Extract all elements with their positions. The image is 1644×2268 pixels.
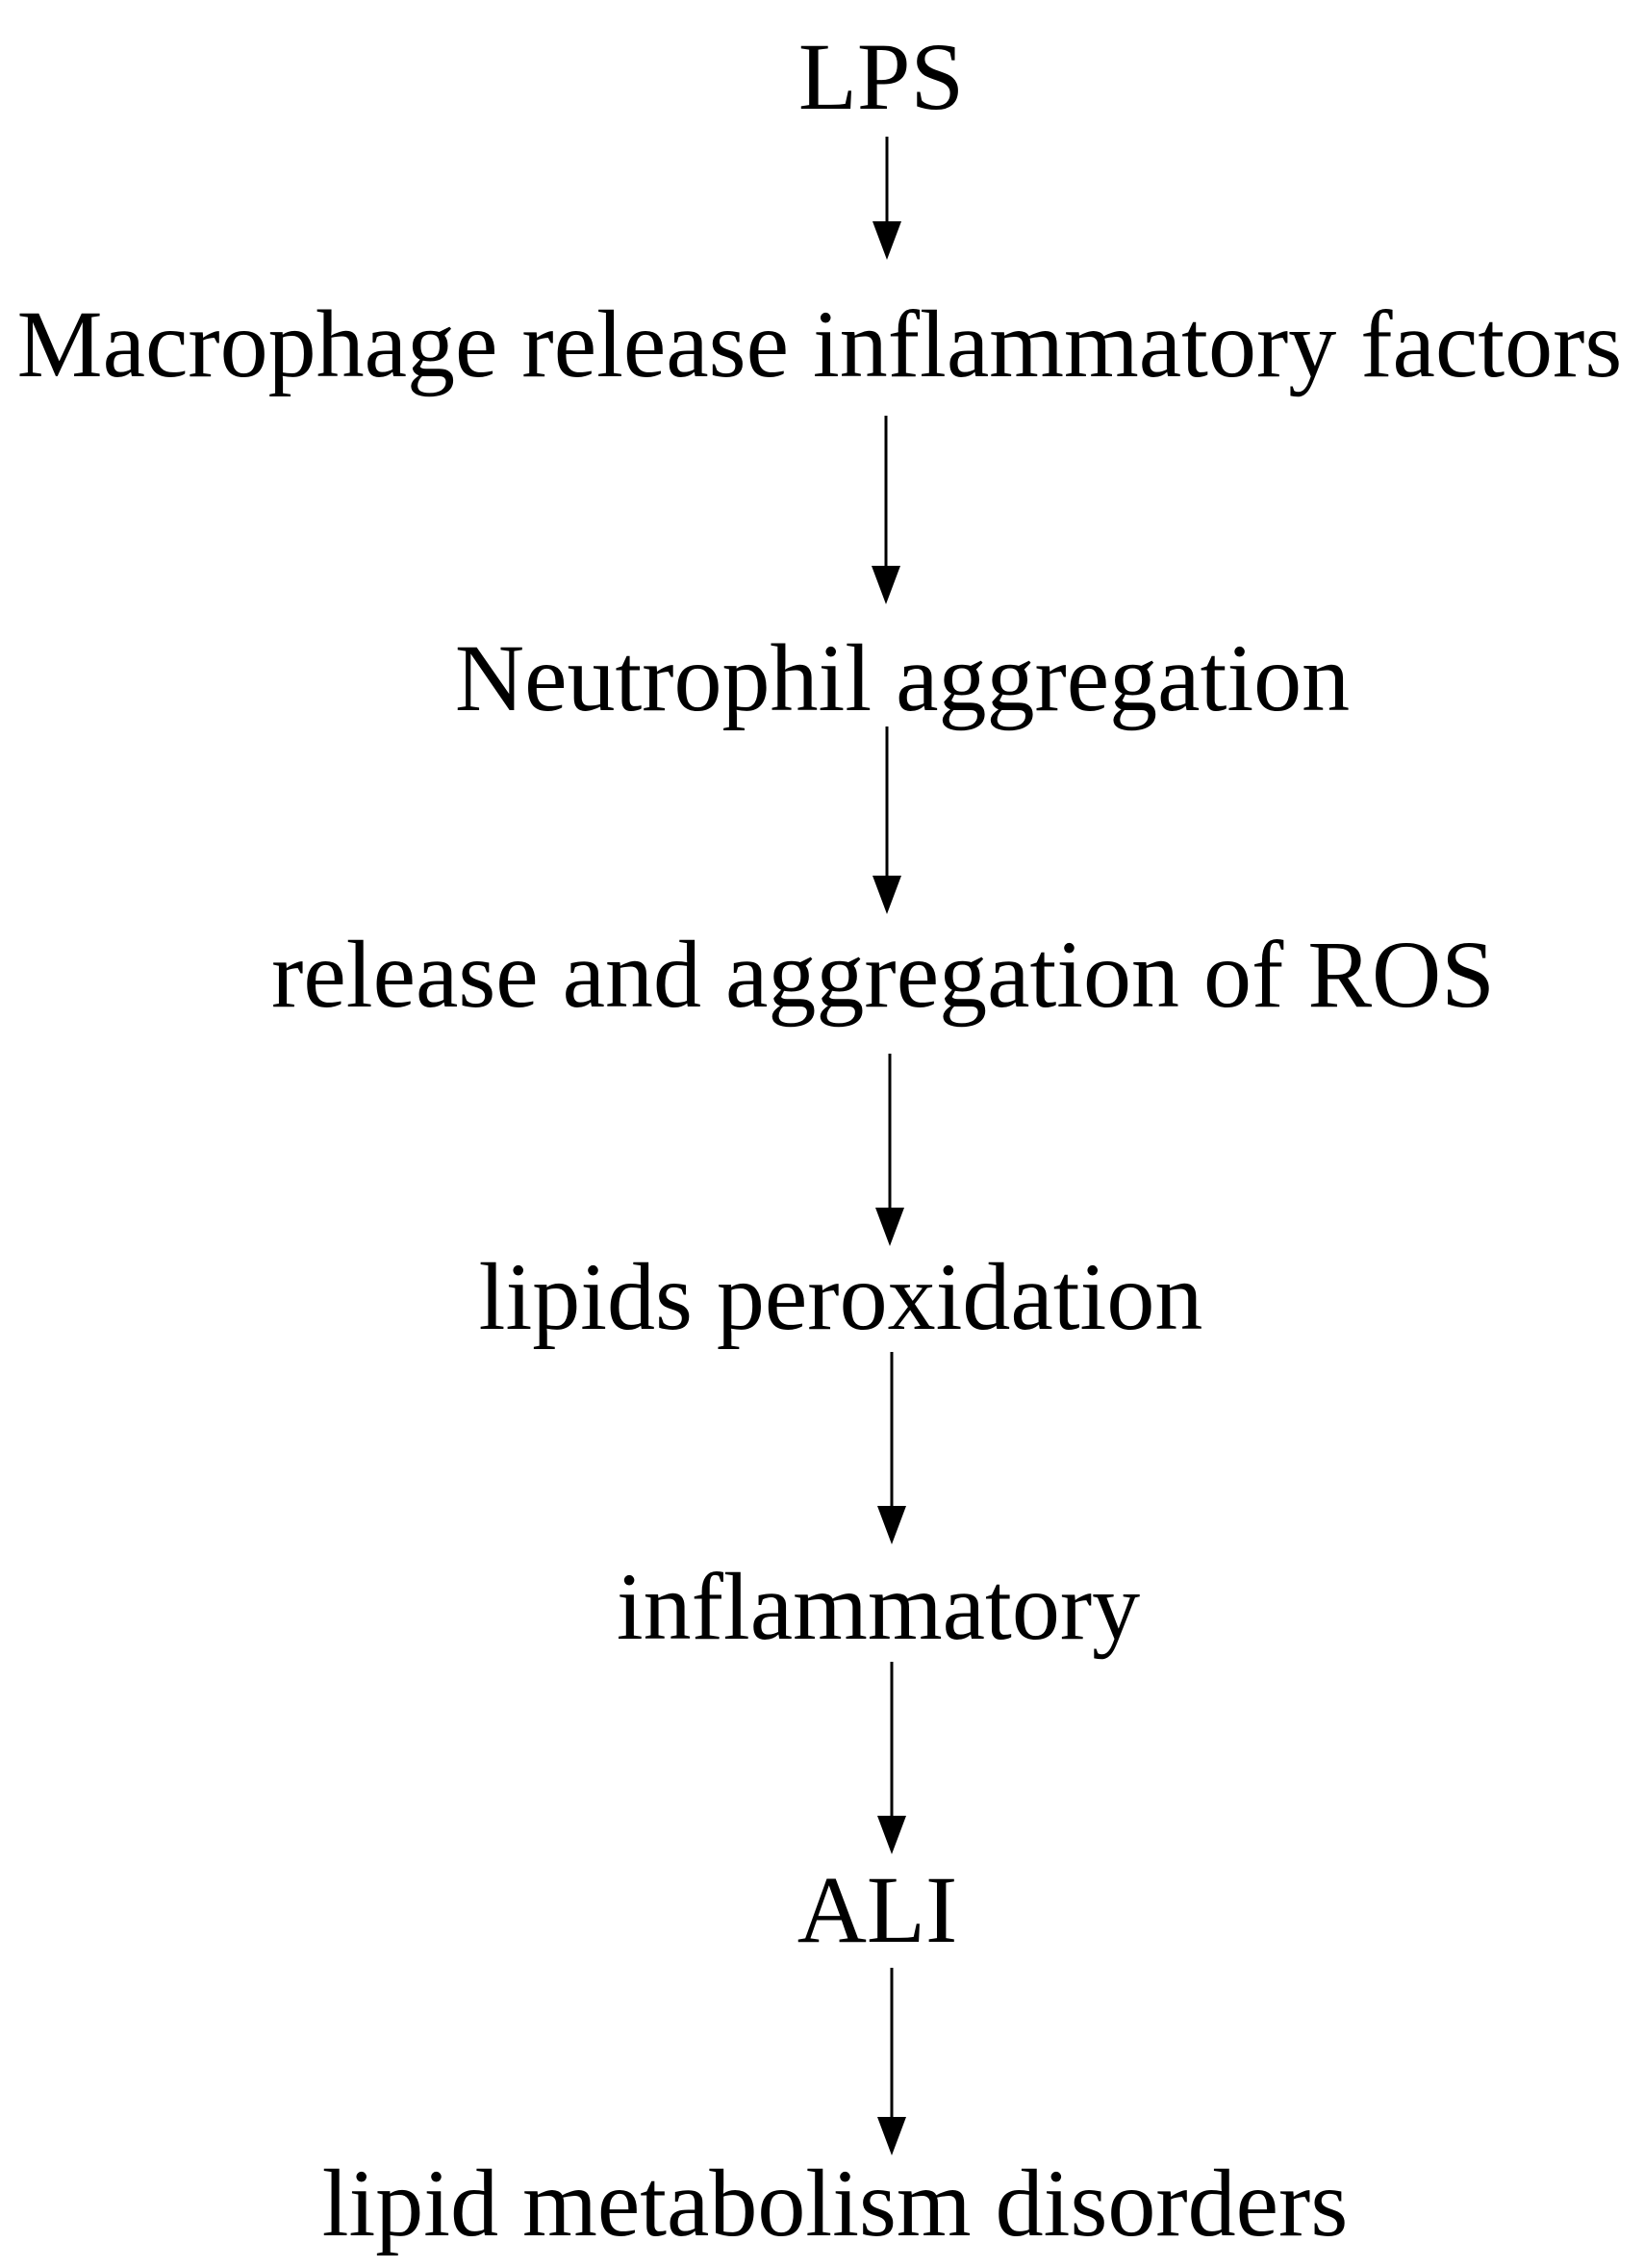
node-lipids-peroxidation: lipids peroxidation <box>478 1243 1203 1350</box>
node-neutrophil: Neutrophil aggregation <box>454 624 1351 731</box>
edge-lps-macrophage <box>873 137 901 260</box>
node-inflammatory: inflammatory <box>616 1553 1141 1660</box>
edge-inflammatory-ali <box>877 1662 906 1854</box>
edge-ros-lipids-peroxidation <box>875 1054 904 1246</box>
edge-macrophage-neutrophil <box>872 416 900 604</box>
node-lps: LPS <box>797 23 965 130</box>
node-ali: ALI <box>797 1856 958 1963</box>
edge-ali-lipid-metabolism <box>877 1968 906 2155</box>
node-ros: release and aggregation of ROS <box>271 921 1495 1028</box>
edge-lipids-peroxidation-inflammatory <box>877 1352 906 1544</box>
node-macrophage: Macrophage release inflammatory factors <box>16 291 1623 397</box>
edge-neutrophil-ros <box>873 726 901 914</box>
node-lipid-metabolism: lipid metabolism disorders <box>321 2150 1349 2256</box>
